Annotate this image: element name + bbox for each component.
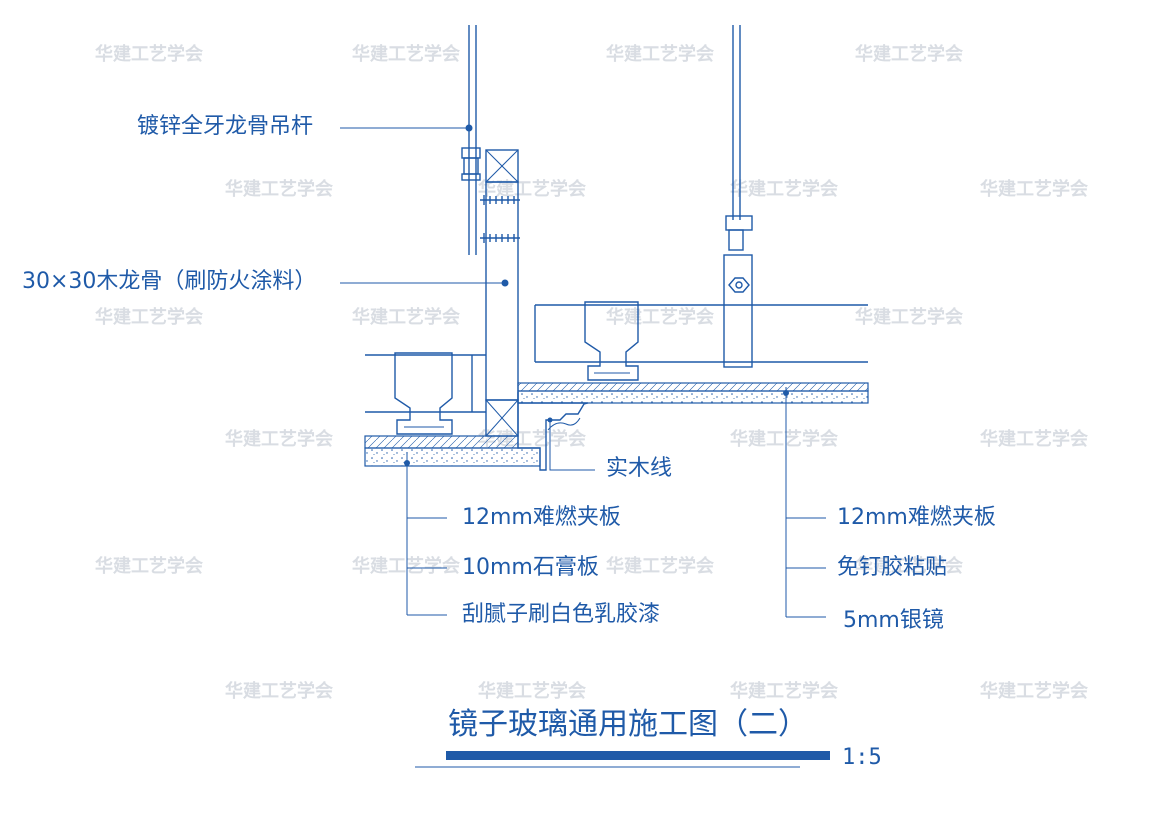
label-left-gypsum: 10mm石膏板 xyxy=(462,555,599,580)
watermark-text: 华建工艺学会 xyxy=(478,680,586,702)
watermark-text: 华建工艺学会 xyxy=(478,178,586,200)
leader-left-stack: 12mm难燃夹板 10mm石膏板 刮腻子刷白色乳胶漆 xyxy=(404,452,660,627)
watermark-text: 华建工艺学会 xyxy=(352,555,460,577)
wood-block-top xyxy=(485,149,519,183)
drawing-title: 镜子玻璃通用施工图（二） xyxy=(448,707,808,742)
solid-wood-molding xyxy=(517,392,589,471)
watermark-text: 华建工艺学会 xyxy=(980,178,1088,200)
right-hanger-rod xyxy=(723,25,753,368)
watermark-text: 华建工艺学会 xyxy=(606,306,714,328)
watermark-text: 华建工艺学会 xyxy=(855,43,963,65)
watermark-text: 华建工艺学会 xyxy=(95,306,203,328)
watermark-text: 华建工艺学会 xyxy=(855,555,963,577)
leader-hanger-rod: 镀锌全牙龙骨吊杆 xyxy=(137,114,473,139)
leader-solid-wood: 实木线 xyxy=(547,417,672,481)
vertical-wood-keel xyxy=(485,181,519,437)
watermark-text: 华建工艺学会 xyxy=(352,43,460,65)
watermark-text: 华建工艺学会 xyxy=(980,680,1088,702)
watermark-text: 华建工艺学会 xyxy=(730,680,838,702)
label-left-paint: 刮腻子刷白色乳胶漆 xyxy=(462,602,660,627)
label-right-board: 12mm难燃夹板 xyxy=(837,505,996,530)
label-right-mirror: 5mm银镜 xyxy=(843,608,944,633)
watermark-text: 华建工艺学会 xyxy=(225,428,333,450)
right-board-layers xyxy=(517,382,869,404)
label-solid-wood-line: 实木线 xyxy=(606,456,672,481)
title-bar xyxy=(446,751,830,760)
watermark-text: 华建工艺学会 xyxy=(225,178,333,200)
label-wood-keel: 30×30木龙骨（刷防火涂料） xyxy=(22,269,316,294)
watermark-text: 华建工艺学会 xyxy=(730,178,838,200)
left-board-layers xyxy=(364,435,541,467)
watermark-text: 华建工艺学会 xyxy=(225,680,333,702)
label-left-board: 12mm难燃夹板 xyxy=(462,505,621,530)
watermark-text: 华建工艺学会 xyxy=(606,43,714,65)
left-hanger-rod xyxy=(461,25,481,255)
title-block: 镜子玻璃通用施工图（二） 1:5 xyxy=(415,707,882,770)
watermark-text: 华建工艺学会 xyxy=(980,428,1088,450)
right-main-channel xyxy=(534,301,868,381)
leader-right-stack: 12mm难燃夹板 免钉胶粘贴 5mm银镜 xyxy=(783,387,996,633)
watermark-text: 华建工艺学会 xyxy=(95,555,203,577)
watermark-text: 华建工艺学会 xyxy=(606,555,714,577)
watermark-text: 华建工艺学会 xyxy=(730,428,838,450)
leader-wood-keel: 30×30木龙骨（刷防火涂料） xyxy=(22,269,509,294)
label-right-glue: 免钉胶粘贴 xyxy=(837,555,947,580)
watermark-text: 华建工艺学会 xyxy=(352,306,460,328)
drawing-scale: 1:5 xyxy=(842,745,882,770)
left-ceiling-channel xyxy=(365,352,486,435)
label-hanger-rod: 镀锌全牙龙骨吊杆 xyxy=(137,114,313,139)
screws xyxy=(480,195,520,243)
watermark-text: 华建工艺学会 xyxy=(855,306,963,328)
watermark-text: 华建工艺学会 xyxy=(95,43,203,65)
